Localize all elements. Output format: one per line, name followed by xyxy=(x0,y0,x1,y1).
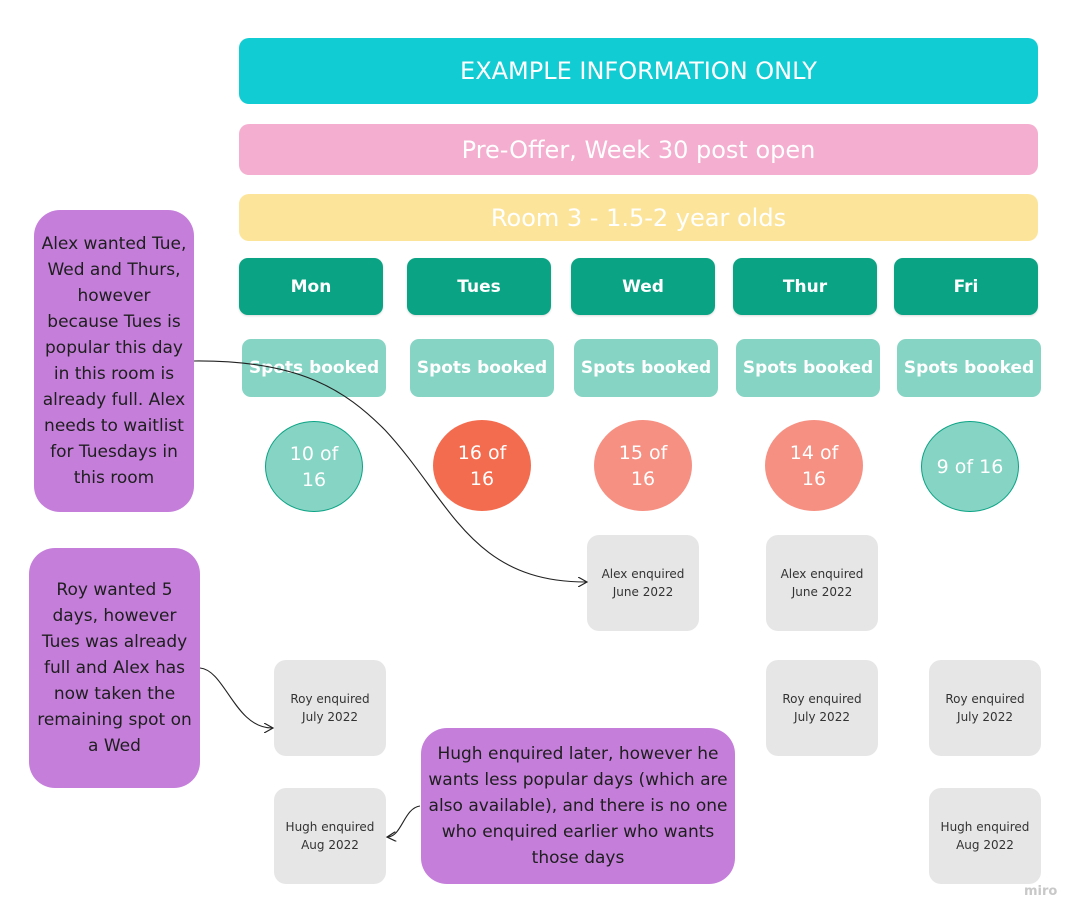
spots-booked-tues: Spots booked xyxy=(410,339,554,397)
day-label: Wed xyxy=(622,276,664,297)
note-text: Hugh enquired later, however he wants le… xyxy=(428,744,728,868)
day-header-mon: Mon xyxy=(239,258,383,315)
note-roy: Roy wanted 5 days, however Tues was alre… xyxy=(29,548,200,788)
room-banner-text: Room 3 - 1.5-2 year olds xyxy=(490,203,787,232)
waitlist-card-alex-thur: Alex enquired June 2022 xyxy=(766,535,878,631)
note-hugh: Hugh enquired later, however he wants le… xyxy=(421,728,735,884)
waitlist-card-text: Roy enquired July 2022 xyxy=(290,692,370,724)
period-banner: Pre-Offer, Week 30 post open xyxy=(239,124,1038,175)
availability-count: 15 of 16 xyxy=(618,441,668,490)
day-label: Thur xyxy=(782,276,828,297)
waitlist-card-roy-fri: Roy enquired July 2022 xyxy=(929,660,1041,756)
waitlist-card-alex-wed: Alex enquired June 2022 xyxy=(587,535,699,631)
spots-booked-fri: Spots booked xyxy=(897,339,1041,397)
availability-circle-wed: 15 of 16 xyxy=(594,420,692,511)
spots-booked-label: Spots booked xyxy=(903,358,1035,378)
connector-roy-to-mon xyxy=(199,667,272,728)
waitlist-card-text: Roy enquired July 2022 xyxy=(945,692,1025,724)
example-banner: EXAMPLE INFORMATION ONLY xyxy=(239,38,1038,104)
period-banner-text: Pre-Offer, Week 30 post open xyxy=(461,135,816,164)
spots-booked-mon: Spots booked xyxy=(242,339,386,397)
day-label: Mon xyxy=(290,276,332,297)
waitlist-card-roy-mon: Roy enquired July 2022 xyxy=(274,660,386,756)
waitlist-card-text: Hugh enquired Aug 2022 xyxy=(285,820,375,852)
availability-count: 14 of 16 xyxy=(789,441,839,490)
waitlist-card-text: Roy enquired July 2022 xyxy=(782,692,862,724)
spots-booked-label: Spots booked xyxy=(742,358,874,378)
note-alex: Alex wanted Tue, Wed and Thurs, however … xyxy=(34,210,194,512)
spots-booked-label: Spots booked xyxy=(580,358,712,378)
availability-count: 10 of 16 xyxy=(289,442,339,491)
waitlist-card-text: Alex enquired June 2022 xyxy=(780,567,864,599)
availability-count: 9 of 16 xyxy=(936,455,1004,478)
day-header-wed: Wed xyxy=(571,258,715,315)
note-text: Alex wanted Tue, Wed and Thurs, however … xyxy=(41,234,187,488)
miro-watermark: miro xyxy=(1024,884,1057,899)
availability-circle-tues: 16 of 16 xyxy=(433,420,531,511)
day-label: Fri xyxy=(953,276,979,297)
day-header-fri: Fri xyxy=(894,258,1038,315)
waitlist-card-hugh-fri: Hugh enquired Aug 2022 xyxy=(929,788,1041,884)
connector-hugh-to-mon xyxy=(388,805,421,837)
spots-booked-wed: Spots booked xyxy=(574,339,718,397)
connector-alex-to-wed xyxy=(193,360,586,582)
availability-circle-thur: 14 of 16 xyxy=(765,420,863,511)
availability-circle-mon: 10 of 16 xyxy=(265,421,363,512)
watermark-text: miro xyxy=(1024,884,1058,899)
note-text: Roy wanted 5 days, however Tues was alre… xyxy=(37,580,192,756)
waitlist-card-text: Alex enquired June 2022 xyxy=(601,567,685,599)
example-banner-text: EXAMPLE INFORMATION ONLY xyxy=(460,57,817,85)
waitlist-card-hugh-mon: Hugh enquired Aug 2022 xyxy=(274,788,386,884)
waitlist-card-text: Hugh enquired Aug 2022 xyxy=(940,820,1030,852)
room-banner: Room 3 - 1.5-2 year olds xyxy=(239,194,1038,241)
spots-booked-thur: Spots booked xyxy=(736,339,880,397)
spots-booked-label: Spots booked xyxy=(416,358,548,378)
day-label: Tues xyxy=(457,276,501,297)
spots-booked-label: Spots booked xyxy=(248,358,380,378)
day-header-tues: Tues xyxy=(407,258,551,315)
waitlist-card-roy-thur: Roy enquired July 2022 xyxy=(766,660,878,756)
availability-count: 16 of 16 xyxy=(457,441,507,490)
day-header-thur: Thur xyxy=(733,258,877,315)
availability-circle-fri: 9 of 16 xyxy=(921,421,1019,512)
